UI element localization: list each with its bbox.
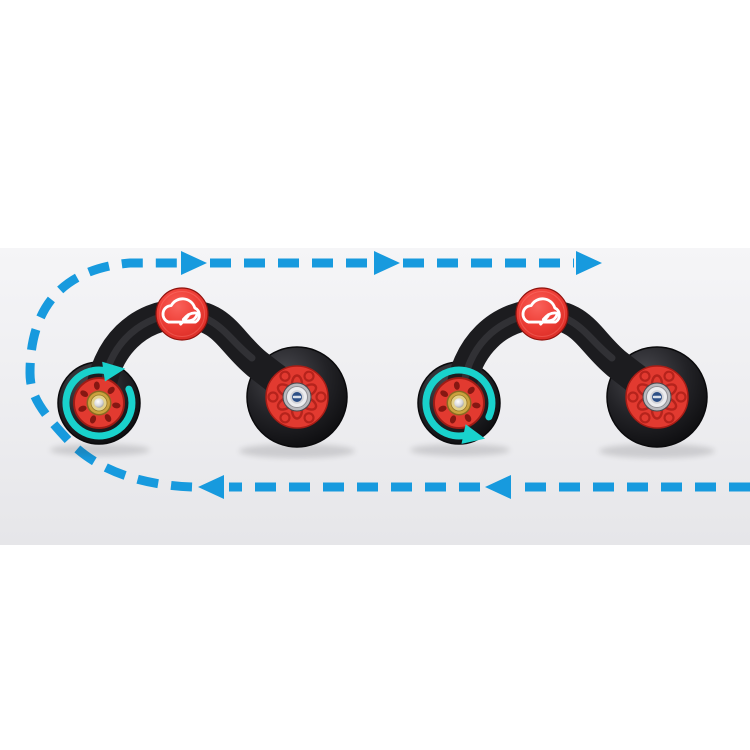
ab-roller-device (50, 287, 355, 458)
rotation-arrow-clockwise (62, 361, 136, 440)
logo-cap (155, 287, 209, 341)
dashed-line-left-curve (25, 258, 193, 492)
rotation-arrow-counterclockwise (422, 366, 496, 444)
rear-wheel-hub (73, 377, 125, 429)
arrow-left-icon (198, 475, 224, 499)
arrow-right-icon (374, 251, 400, 275)
arrow-left-icon (485, 475, 511, 499)
cloud-leaf-icon (161, 297, 201, 326)
arrow-right-icon (576, 251, 602, 275)
wheel-shadow (239, 444, 355, 458)
wheel-shadow (50, 444, 150, 456)
front-wheel-hub (265, 365, 329, 429)
arrow-right-icon (181, 251, 207, 275)
motion-path (25, 251, 750, 499)
steel-bearing (282, 382, 312, 412)
gold-bearing (86, 390, 112, 416)
